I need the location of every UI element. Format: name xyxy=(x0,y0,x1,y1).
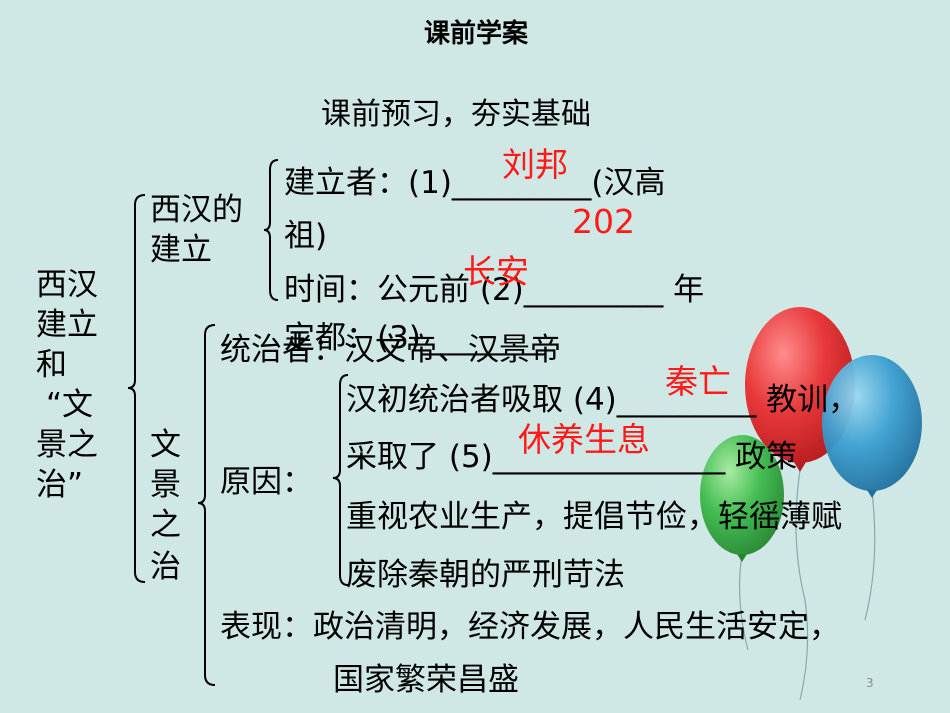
capital-line: 定都：(3)________ xyxy=(284,320,545,356)
root-label-line: 和 xyxy=(36,347,67,383)
branch2-label-line: 治 xyxy=(150,549,181,585)
balloon-blue xyxy=(822,355,922,498)
root-label-line: “文 xyxy=(46,387,94,423)
reason-label: 原因： xyxy=(220,464,313,500)
time-line: 时间：公元前 (2)_________ 年 xyxy=(284,272,705,308)
founder-line: 建立者：(1)_________(汉高 xyxy=(284,165,666,201)
answer-3: 长安 xyxy=(463,252,529,291)
reason-item: 汉初统治者吸取 (4)_________ 教训， xyxy=(346,382,860,418)
branch1-label-line: 建立 xyxy=(150,232,212,268)
branch2-label-line: 之 xyxy=(150,507,181,543)
page-title: 课前学案 xyxy=(424,19,529,49)
subtitle: 课前预习，夯实基础 xyxy=(321,97,591,132)
founder-line-cont: 祖) xyxy=(284,218,328,254)
performance-line: 表现：政治清明，经济发展，人民生活安定， xyxy=(220,609,840,645)
root-label-line: 西汉 xyxy=(36,267,98,303)
balloon-green xyxy=(700,435,784,562)
reason-item: 采取了 (5)_______________ 政策 xyxy=(346,439,798,475)
answer-4: 秦亡 xyxy=(665,362,731,401)
answer-5: 休养生息 xyxy=(518,420,650,459)
branch2-label-line: 文 xyxy=(150,427,181,463)
performance-line-cont: 国家繁荣昌盛 xyxy=(333,662,519,698)
reason-item: 废除秦朝的严刑苛法 xyxy=(346,557,625,593)
root-label-line: 景之 xyxy=(36,427,98,463)
answer-2: 202 xyxy=(572,202,635,241)
root-label-line: 治” xyxy=(36,467,84,503)
reason-item: 重视农业生产，提倡节俭，轻徭薄赋 xyxy=(346,499,842,535)
page-number: 3 xyxy=(866,676,874,690)
answer-1: 刘邦 xyxy=(502,145,568,184)
rulers-line: 统治者：汉文帝、汉景帝 xyxy=(220,332,561,368)
branch1-label-line: 西汉的 xyxy=(150,192,243,228)
branch2-label-line: 景 xyxy=(150,467,181,503)
root-label-line: 建立 xyxy=(36,307,98,343)
